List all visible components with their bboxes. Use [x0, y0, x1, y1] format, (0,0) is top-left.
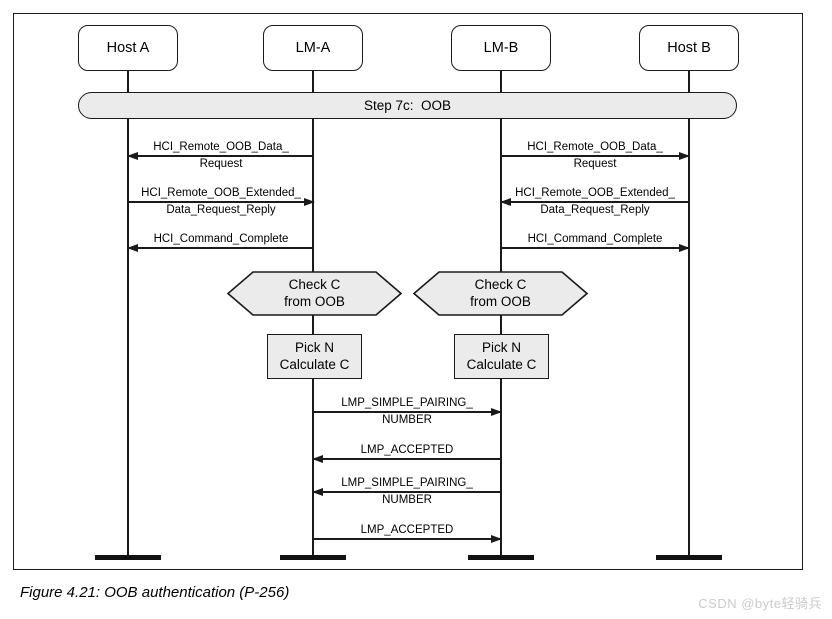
- message-arrow: [128, 197, 315, 206]
- process-label-line2: Calculate C: [279, 356, 350, 372]
- message-lmp-accepted-2: LMP_ACCEPTED: [313, 524, 502, 543]
- message-arrow: [501, 243, 690, 252]
- figure-caption: Figure 4.21: OOB authentication (P-256): [20, 584, 290, 601]
- lifeline-host-b: [688, 71, 690, 556]
- message-arrow: [312, 454, 501, 463]
- message-hci-command-complete-b: HCI_Command_Complete: [501, 233, 690, 252]
- message-arrow: [501, 151, 690, 160]
- actor-box-lm-a: LM-A: [263, 25, 363, 71]
- process-box-lm-b: Pick N Calculate C: [454, 334, 549, 379]
- actor-box-lm-b: LM-B: [451, 25, 551, 71]
- actor-label: Host A: [106, 40, 150, 56]
- hexagon-shape: [227, 271, 402, 316]
- message-lmp-simple-pairing-number-1: LMP_SIMPLE_PAIRING_ NUMBER: [313, 397, 502, 427]
- actor-label: Host B: [667, 40, 711, 56]
- decision-label-line1: Check C: [474, 277, 527, 292]
- actor-box-host-a: Host A: [78, 25, 178, 71]
- lifeline-end-bar-lm-b: [468, 555, 534, 560]
- decision-label-line2: from OOB: [284, 293, 345, 309]
- message-hci-remote-oob-data-request-b: HCI_Remote_OOB_Data_ Request: [501, 141, 690, 171]
- actor-box-host-b: Host B: [639, 25, 739, 71]
- message-arrow: [313, 407, 502, 416]
- message-arrow: [313, 534, 502, 543]
- figure-frame: [13, 13, 803, 570]
- decision-hexagon-lm-a: Check C from OOB: [227, 271, 402, 316]
- step-banner-label: Step 7c: OOB: [363, 98, 452, 113]
- step-banner: Step 7c: OOB: [78, 92, 737, 119]
- process-label-line1: Pick N: [481, 340, 521, 355]
- process-label-line1: Pick N: [294, 340, 334, 355]
- message-arrow: [500, 197, 689, 206]
- lifeline-end-bar-host-a: [95, 555, 161, 560]
- actor-label: LM-A: [295, 40, 331, 56]
- decision-hexagon-lm-b: Check C from OOB: [413, 271, 588, 316]
- actor-label: LM-B: [483, 40, 519, 56]
- lifeline-end-bar-host-b: [656, 555, 722, 560]
- message-arrow: [127, 151, 314, 160]
- message-hci-remote-oob-data-request-a: HCI_Remote_OOB_Data_ Request: [127, 141, 314, 171]
- message-lmp-simple-pairing-number-2: LMP_SIMPLE_PAIRING_ NUMBER: [312, 477, 501, 507]
- lifeline-host-a: [127, 71, 129, 556]
- hexagon-shape: [413, 271, 588, 316]
- process-label-line2: Calculate C: [466, 356, 537, 372]
- lifeline-end-bar-lm-a: [280, 555, 346, 560]
- message-lmp-accepted-1: LMP_ACCEPTED: [312, 444, 501, 463]
- decision-label-line2: from OOB: [470, 293, 531, 309]
- process-box-lm-a: Pick N Calculate C: [267, 334, 362, 379]
- decision-label-line1: Check C: [288, 277, 341, 292]
- watermark: CSDN @byte轻骑兵: [698, 596, 822, 611]
- message-arrow: [127, 243, 314, 252]
- message-hci-command-complete-a: HCI_Command_Complete: [127, 233, 314, 252]
- message-hci-remote-oob-extended-data-request-reply-a: HCI_Remote_OOB_Extended_ Data_Request_Re…: [128, 187, 315, 217]
- message-arrow: [312, 487, 501, 496]
- message-hci-remote-oob-extended-data-request-reply-b: HCI_Remote_OOB_Extended_ Data_Request_Re…: [500, 187, 689, 217]
